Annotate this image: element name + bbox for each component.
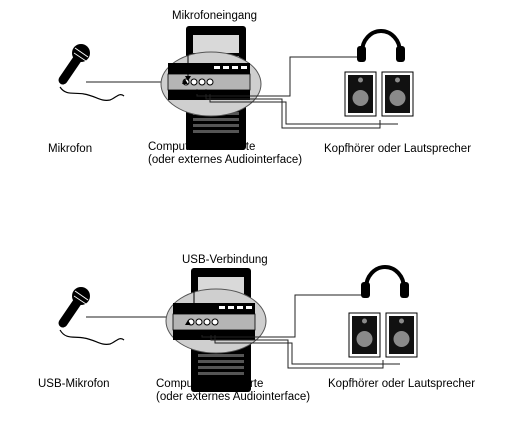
soundcard-icon [167,63,251,100]
mic-label: Mikrofon [48,143,93,155]
usb-connection-label: USB-Verbindung [182,254,268,266]
soundcard-icon [172,303,256,340]
headphones-icon [357,29,405,62]
output-cables [201,294,400,369]
output-arrow-left [194,89,200,94]
input-arrow [185,76,191,81]
soundcard-label-line2: (oder externes Audiointerface) [148,154,303,166]
usb-microphone-icon [58,287,125,345]
speaker-icon [381,71,414,117]
output-arrow-right [208,330,214,335]
usb-mic-label: USB-Mikrofon [38,378,110,390]
soundcard-label: Computersoundkarte (oder externes Audioi… [148,141,302,167]
output-arrow-left [199,330,205,335]
speaker-icon [344,71,377,117]
soundcard-label-line2: (oder externes Audiointerface) [156,391,311,403]
output-label: Kopfhörer oder Lautsprecher [324,143,472,155]
headphones-icon [361,265,409,298]
top-diagram [58,26,414,150]
mic-input-label: Mikrofoneingang [172,10,258,22]
microphone-icon [58,44,125,101]
bottom-diagram [58,265,418,392]
output-label: Kopfhörer oder Lautsprecher [328,378,476,390]
speaker-icon [348,312,381,358]
output-cables [196,56,398,129]
output-arrow-right [203,89,209,94]
soundcard-label-line1: Computersoundkarte [156,378,264,390]
soundcard-label-line1: Computersoundkarte [148,141,256,153]
speaker-icon [385,312,418,358]
soundcard-label: Computersoundkarte (oder externes Audioi… [156,378,310,404]
